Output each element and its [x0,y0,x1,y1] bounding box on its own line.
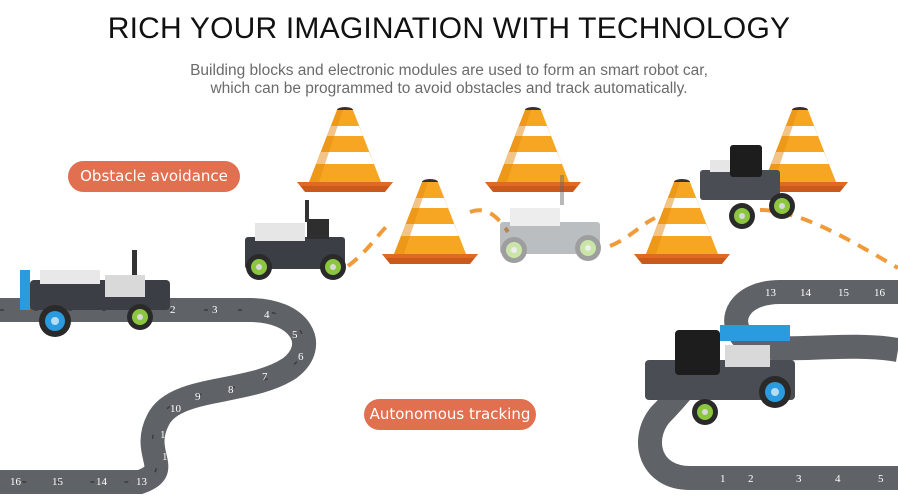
svg-text:6: 6 [890,451,896,463]
svg-text:13: 13 [136,476,148,488]
svg-text:9: 9 [195,391,201,403]
svg-text:15: 15 [52,476,64,488]
svg-text:1: 1 [720,473,726,485]
svg-text:3: 3 [796,473,802,485]
svg-text:14: 14 [96,476,108,488]
robot-car-tracking [645,325,795,425]
svg-text:5: 5 [878,473,884,485]
subtitle-line-2: which can be programmed to avoid obstacl… [210,80,688,97]
svg-text:6: 6 [298,351,304,363]
svg-text:4: 4 [835,473,841,485]
svg-text:2: 2 [170,304,176,316]
svg-text:7: 7 [262,371,268,383]
track-left [0,298,317,494]
svg-text:4: 4 [264,309,270,321]
svg-text:16: 16 [10,476,22,488]
traffic-cone-1 [297,107,393,192]
track-right-numbers: 1 2 3 4 5 6 13 14 15 16 [720,287,896,485]
svg-text:14: 14 [800,287,812,299]
svg-text:2: 2 [748,473,754,485]
svg-text:5: 5 [292,329,298,341]
svg-text:11: 11 [160,429,171,441]
svg-text:10: 10 [170,403,182,415]
svg-text:13: 13 [765,287,777,299]
svg-text:16: 16 [874,287,886,299]
track-left-numbers: 2 3 4 5 6 7 8 9 10 11 12 13 14 15 16 [10,304,304,488]
svg-text:15: 15 [838,287,850,299]
robot-car-blue [20,250,170,337]
svg-text:3: 3 [212,304,218,316]
traffic-cone-4 [382,179,478,264]
robot-car-faded [500,175,601,263]
track-right [724,280,898,362]
obstacle-avoidance-badge: Obstacle avoidance [68,161,240,192]
robot-car-green [245,200,346,280]
svg-text:12: 12 [162,451,173,463]
robot-car-microbit [700,145,795,229]
traffic-cone-2 [485,107,581,192]
svg-text:8: 8 [228,384,234,396]
autonomous-tracking-badge: Autonomous tracking [364,399,536,430]
page-title: RICH YOUR IMAGINATION WITH TECHNOLOGY [107,12,791,45]
obstacle-path [346,208,898,270]
subtitle-line-1: Building blocks and electronic modules a… [190,62,708,79]
